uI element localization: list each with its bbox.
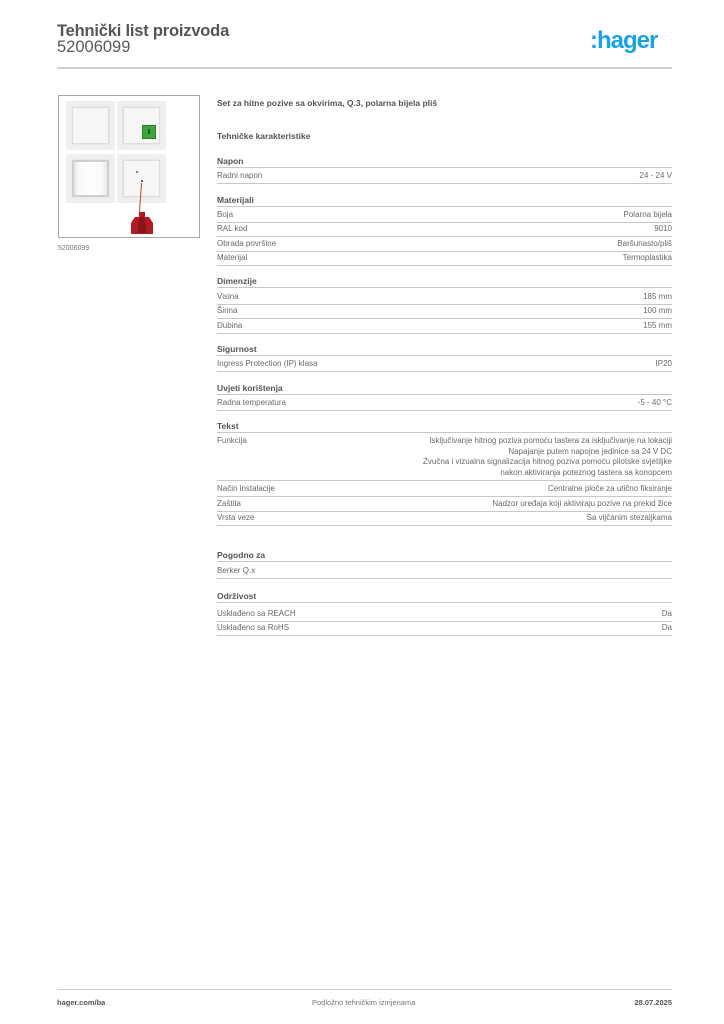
spec-label: Obrada površine xyxy=(217,239,277,248)
spec-row: Boja Polarna bijela xyxy=(217,208,672,223)
product-image xyxy=(58,95,200,238)
image-caption: 52006099 xyxy=(58,245,90,252)
spec-label: Berker Q.x xyxy=(217,566,256,575)
spec-row: Obrada površine Baršunasto/pliš xyxy=(217,237,672,252)
indicator-dot-icon xyxy=(136,171,138,173)
spec-label: Širina xyxy=(217,306,238,315)
spec-value: Sa vijčanim stezaljkama xyxy=(586,513,672,522)
spec-row: Visina 185 mm xyxy=(217,290,672,305)
spec-value: 24 - 24 V xyxy=(639,171,672,180)
spec-value: Nadzor uređaja koji aktiviraju pozive na… xyxy=(492,499,672,508)
spec-row: Ingress Protection (IP) klasa IP20 xyxy=(217,357,672,372)
spec-row: Funkcija Isključivanje hitnog poziva pom… xyxy=(217,434,672,481)
spec-value: 185 mm xyxy=(643,292,672,301)
cord-anchor-icon xyxy=(141,180,143,182)
spec-label: Dubina xyxy=(217,321,243,330)
spec-value: Polarna bijela xyxy=(623,210,672,219)
spec-row: Berker Q.x xyxy=(217,564,672,579)
spec-label: Radna temperatura xyxy=(217,398,286,407)
group-tekst-title: Tekst xyxy=(217,420,672,433)
spec-row: Materijal Termoplastika xyxy=(217,251,672,266)
document-title: Tehnički list proizvoda xyxy=(57,22,230,40)
spec-label: Boja xyxy=(217,210,234,219)
header-divider xyxy=(57,67,672,69)
spec-row: Način instalacije Centralne ploče za uti… xyxy=(217,482,672,497)
footer-website-link[interactable]: hager.com/ba xyxy=(57,998,106,1007)
spec-label: Način instalacije xyxy=(217,484,275,493)
spec-value: Termoplastika xyxy=(622,253,672,262)
section-title: Tehničke karakteristike xyxy=(217,131,311,141)
spec-label: RAL kod xyxy=(217,224,248,233)
product-code: 52006099 xyxy=(57,38,131,56)
spec-value: 155 mm xyxy=(643,321,672,330)
spec-row: Zaštita Nadzor uređaja koji aktiviraju p… xyxy=(217,497,672,512)
spec-value: -5 - 40 °C xyxy=(637,398,672,407)
pull-switch-tile xyxy=(117,154,166,203)
spec-row: Usklađeno sa RoHS Da xyxy=(217,621,672,636)
spec-row: Vrsta veze Sa vijčanim stezaljkama xyxy=(217,511,672,526)
spec-value: Da xyxy=(661,609,672,618)
spec-label: Funkcija xyxy=(217,436,247,445)
spec-value: Da xyxy=(661,623,672,632)
group-napon-title: Napon xyxy=(217,155,672,168)
group-uvjeti-title: Uvjeti korištenja xyxy=(217,382,672,395)
footer-divider xyxy=(57,989,672,990)
spec-label: Vrsta veze xyxy=(217,513,255,522)
spec-label: Ingress Protection (IP) klasa xyxy=(217,359,318,368)
spec-row: Radna temperatura -5 - 40 °C xyxy=(217,396,672,411)
spec-label: Materijal xyxy=(217,253,248,262)
reset-button-tile xyxy=(117,101,166,150)
spec-value: IP20 xyxy=(655,359,672,368)
spec-value-multiline: Isključivanje hitnog poziva pomoću taste… xyxy=(422,436,672,477)
spec-label: Visina xyxy=(217,292,239,301)
blank-cover-tile xyxy=(66,101,115,150)
spec-row: Dubina 155 mm xyxy=(217,319,672,334)
footer-notice: Podložno tehničkim izmjenama xyxy=(312,998,416,1007)
footer-date: 28.07.2025 xyxy=(634,998,672,1007)
spec-value: 100 mm xyxy=(643,306,672,315)
spec-row: RAL kod 9010 xyxy=(217,222,672,237)
spec-label: Zaštita xyxy=(217,499,242,508)
group-materijali-title: Materijali xyxy=(217,194,672,207)
spec-label: Radni napon xyxy=(217,171,263,180)
hager-logo: :hager xyxy=(590,27,658,54)
group-sigurnost-title: Sigurnost xyxy=(217,343,672,356)
group-dimenzije-title: Dimenzije xyxy=(217,275,672,288)
spec-value: 9010 xyxy=(654,224,672,233)
product-name: Set za hitne pozive sa okvirima, Q.3, po… xyxy=(217,98,438,108)
group-pogodno-title: Pogodno za xyxy=(217,549,672,562)
spec-value: Centralne ploče za utično fiksiranje xyxy=(547,484,672,493)
spec-value: Baršunasto/pliš xyxy=(617,239,672,248)
spec-label: Usklađeno sa RoHS xyxy=(217,623,290,632)
group-odrzivost-title: Održivost xyxy=(217,590,672,603)
green-reset-button-icon xyxy=(142,125,156,139)
pull-handle-icon xyxy=(131,212,153,234)
spec-row: Širina 100 mm xyxy=(217,304,672,319)
spec-row: Usklađeno sa REACH Da xyxy=(217,607,672,622)
spec-label: Usklađeno sa REACH xyxy=(217,609,296,618)
spec-row: Radni napon 24 - 24 V xyxy=(217,169,672,184)
signal-light-tile xyxy=(66,154,115,203)
